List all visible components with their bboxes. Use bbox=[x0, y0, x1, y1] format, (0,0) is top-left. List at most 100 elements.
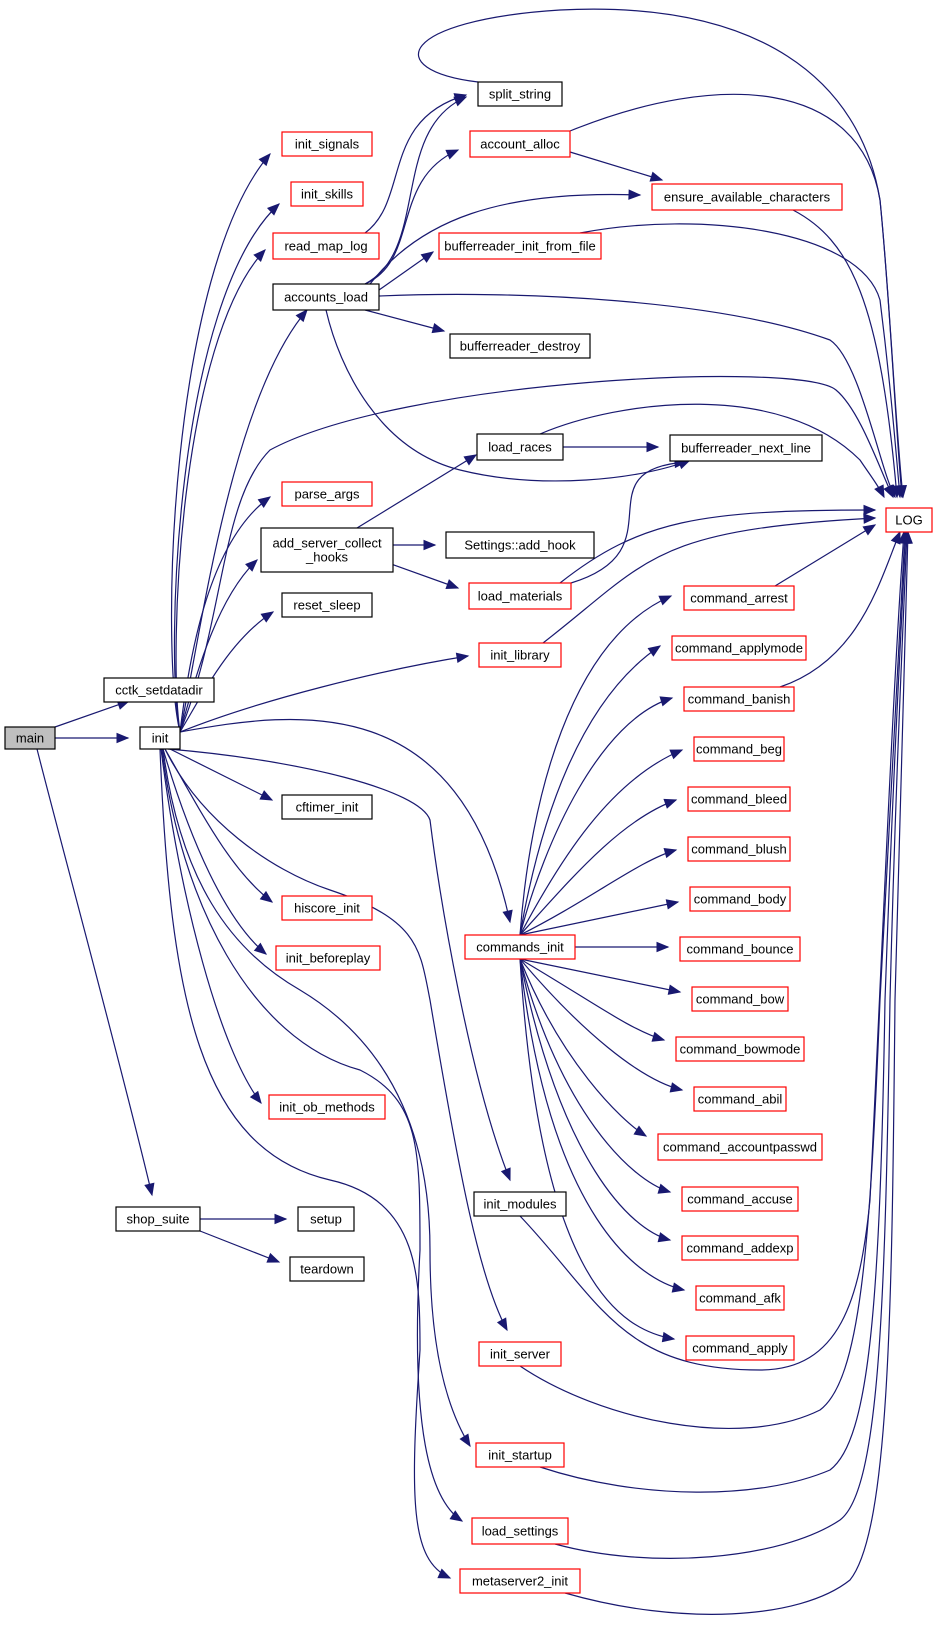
edge-commands_init-to-command_addexp bbox=[519, 958, 672, 1243]
node-command-bow[interactable]: command_bow bbox=[691, 986, 789, 1012]
node-command-banish[interactable]: command_banish bbox=[683, 686, 795, 712]
node-ensure-available-characters[interactable]: ensure_available_characters bbox=[651, 183, 843, 211]
node-cftimer-init[interactable]: cftimer_init bbox=[281, 794, 373, 820]
node-metaserver2-init[interactable]: metaserver2_init bbox=[459, 1568, 581, 1594]
node-add-server-collect-hooks[interactable]: add_server_collect_hooks bbox=[260, 527, 394, 573]
edge-commands_init-to-command_accountpasswd bbox=[519, 958, 648, 1137]
node-hiscore-init[interactable]: hiscore_init bbox=[281, 895, 373, 921]
node-command-apply[interactable]: command_apply bbox=[685, 1335, 795, 1361]
node-load-races[interactable]: load_races bbox=[476, 433, 564, 461]
node-teardown[interactable]: teardown bbox=[289, 1256, 365, 1282]
node-bufferreader-next-line[interactable]: bufferreader_next_line bbox=[669, 434, 823, 462]
node-box bbox=[477, 81, 563, 107]
node-box bbox=[675, 1036, 805, 1062]
edge-line bbox=[162, 748, 267, 955]
node-box bbox=[681, 1235, 799, 1261]
edge-line bbox=[169, 748, 273, 801]
edge-line bbox=[569, 151, 663, 181]
node-setup[interactable]: setup bbox=[297, 1206, 355, 1232]
node-command-addexp[interactable]: command_addexp bbox=[681, 1235, 799, 1261]
node-init-beforeplay[interactable]: init_beforeplay bbox=[275, 945, 381, 971]
node-label: commands_init bbox=[476, 940, 564, 955]
edge-line bbox=[179, 375, 894, 733]
node-command-abil[interactable]: command_abil bbox=[693, 1086, 787, 1112]
arrowhead-icon bbox=[257, 496, 272, 508]
edge-line bbox=[179, 655, 469, 733]
node-account-alloc[interactable]: account_alloc bbox=[469, 130, 571, 158]
node-command-arrest[interactable]: command_arrest bbox=[683, 585, 795, 611]
node-bufferreader-destroy[interactable]: bufferreader_destroy bbox=[449, 333, 591, 359]
node-box bbox=[687, 836, 791, 862]
node-command-bowmode[interactable]: command_bowmode bbox=[675, 1036, 805, 1062]
node-reset-sleep[interactable]: reset_sleep bbox=[281, 592, 373, 618]
arrowhead-icon bbox=[890, 530, 901, 545]
edge-init-to-init_ob_methods bbox=[160, 748, 262, 1105]
edge-line bbox=[564, 531, 909, 1615]
node-parse-args[interactable]: parse_args bbox=[281, 481, 373, 507]
node-command-accountpasswd[interactable]: command_accountpasswd bbox=[657, 1133, 823, 1161]
node-command-accuse[interactable]: command_accuse bbox=[681, 1186, 799, 1212]
edge-command_arrest-to-LOG bbox=[774, 524, 877, 587]
edge-line bbox=[519, 958, 671, 1193]
node-box bbox=[683, 585, 795, 611]
node-label: teardown bbox=[300, 1262, 353, 1277]
arrowhead-icon bbox=[496, 1317, 508, 1332]
arrowhead-icon bbox=[423, 539, 437, 551]
node-load-settings[interactable]: load_settings bbox=[471, 1517, 569, 1545]
node-init-skills[interactable]: init_skills bbox=[290, 181, 364, 207]
node-box bbox=[281, 895, 373, 921]
node-init-ob-methods[interactable]: init_ob_methods bbox=[268, 1094, 386, 1120]
edge-commands_init-to-command_apply bbox=[519, 958, 676, 1343]
node-command-blush[interactable]: command_blush bbox=[687, 836, 791, 862]
node-init[interactable]: init bbox=[139, 726, 181, 750]
edge-commands_init-to-command_afk bbox=[519, 958, 686, 1293]
arrowhead-icon bbox=[502, 909, 513, 924]
node-settings-add-hook[interactable]: Settings::add_hook bbox=[445, 531, 595, 559]
node-commands-init[interactable]: commands_init bbox=[464, 934, 576, 960]
node-command-afk[interactable]: command_afk bbox=[695, 1285, 785, 1311]
edge-account_alloc-to-ensure_available_characters bbox=[569, 151, 664, 182]
node-init-modules[interactable]: init_modules bbox=[473, 1191, 567, 1217]
node-label: command_apply bbox=[692, 1341, 788, 1356]
edge-line bbox=[519, 958, 675, 1340]
edge-line bbox=[179, 611, 274, 733]
node-bufferreader-init-from-file[interactable]: bufferreader_init_from_file bbox=[438, 232, 602, 260]
arrowhead-icon bbox=[657, 1183, 672, 1194]
arrowhead-icon bbox=[259, 890, 274, 903]
arrowhead-icon bbox=[259, 790, 274, 801]
node-init-startup[interactable]: init_startup bbox=[475, 1442, 565, 1468]
node-box bbox=[679, 936, 801, 962]
node-LOG[interactable]: LOG bbox=[885, 507, 933, 533]
node-command-body[interactable]: command_body bbox=[689, 886, 791, 912]
arrowhead-icon bbox=[445, 579, 460, 590]
node-load-materials[interactable]: load_materials bbox=[468, 582, 572, 610]
edge-commands_init-to-command_body bbox=[519, 899, 680, 936]
node-init-library[interactable]: init_library bbox=[478, 642, 562, 668]
node-label: command_beg bbox=[696, 742, 782, 757]
edge-init-to-init_beforeplay bbox=[162, 748, 268, 955]
node-init-server[interactable]: init_server bbox=[478, 1341, 562, 1367]
arrowhead-icon bbox=[144, 1182, 155, 1197]
node-box bbox=[445, 531, 595, 559]
node-label: command_banish bbox=[688, 692, 791, 707]
node-shop-suite[interactable]: shop_suite bbox=[115, 1206, 201, 1232]
edge-split_string-to-LOG bbox=[417, 8, 908, 499]
node-split-string[interactable]: split_string bbox=[477, 81, 563, 107]
node-command-bounce[interactable]: command_bounce bbox=[679, 936, 801, 962]
node-accounts-load[interactable]: accounts_load bbox=[272, 283, 380, 311]
node-label: init_server bbox=[490, 1347, 551, 1362]
edge-load_materials-to-LOG bbox=[559, 504, 877, 584]
node-init-signals[interactable]: init_signals bbox=[281, 131, 373, 157]
node-command-applymode[interactable]: command_applymode bbox=[671, 635, 807, 661]
node-box bbox=[685, 1335, 795, 1361]
node-box bbox=[695, 1285, 785, 1311]
node-label: init_signals bbox=[295, 137, 360, 152]
edge-line bbox=[162, 748, 471, 1447]
arrowhead-icon bbox=[633, 1125, 648, 1137]
node-box bbox=[681, 1186, 799, 1212]
node-command-bleed[interactable]: command_bleed bbox=[687, 786, 791, 812]
edge-init-to-init_library bbox=[179, 652, 470, 733]
node-command-beg[interactable]: command_beg bbox=[693, 736, 785, 762]
node-read-map-log[interactable]: read_map_log bbox=[272, 232, 380, 260]
node-cctk-setdatadir[interactable]: cctk_setdatadir bbox=[103, 677, 215, 703]
